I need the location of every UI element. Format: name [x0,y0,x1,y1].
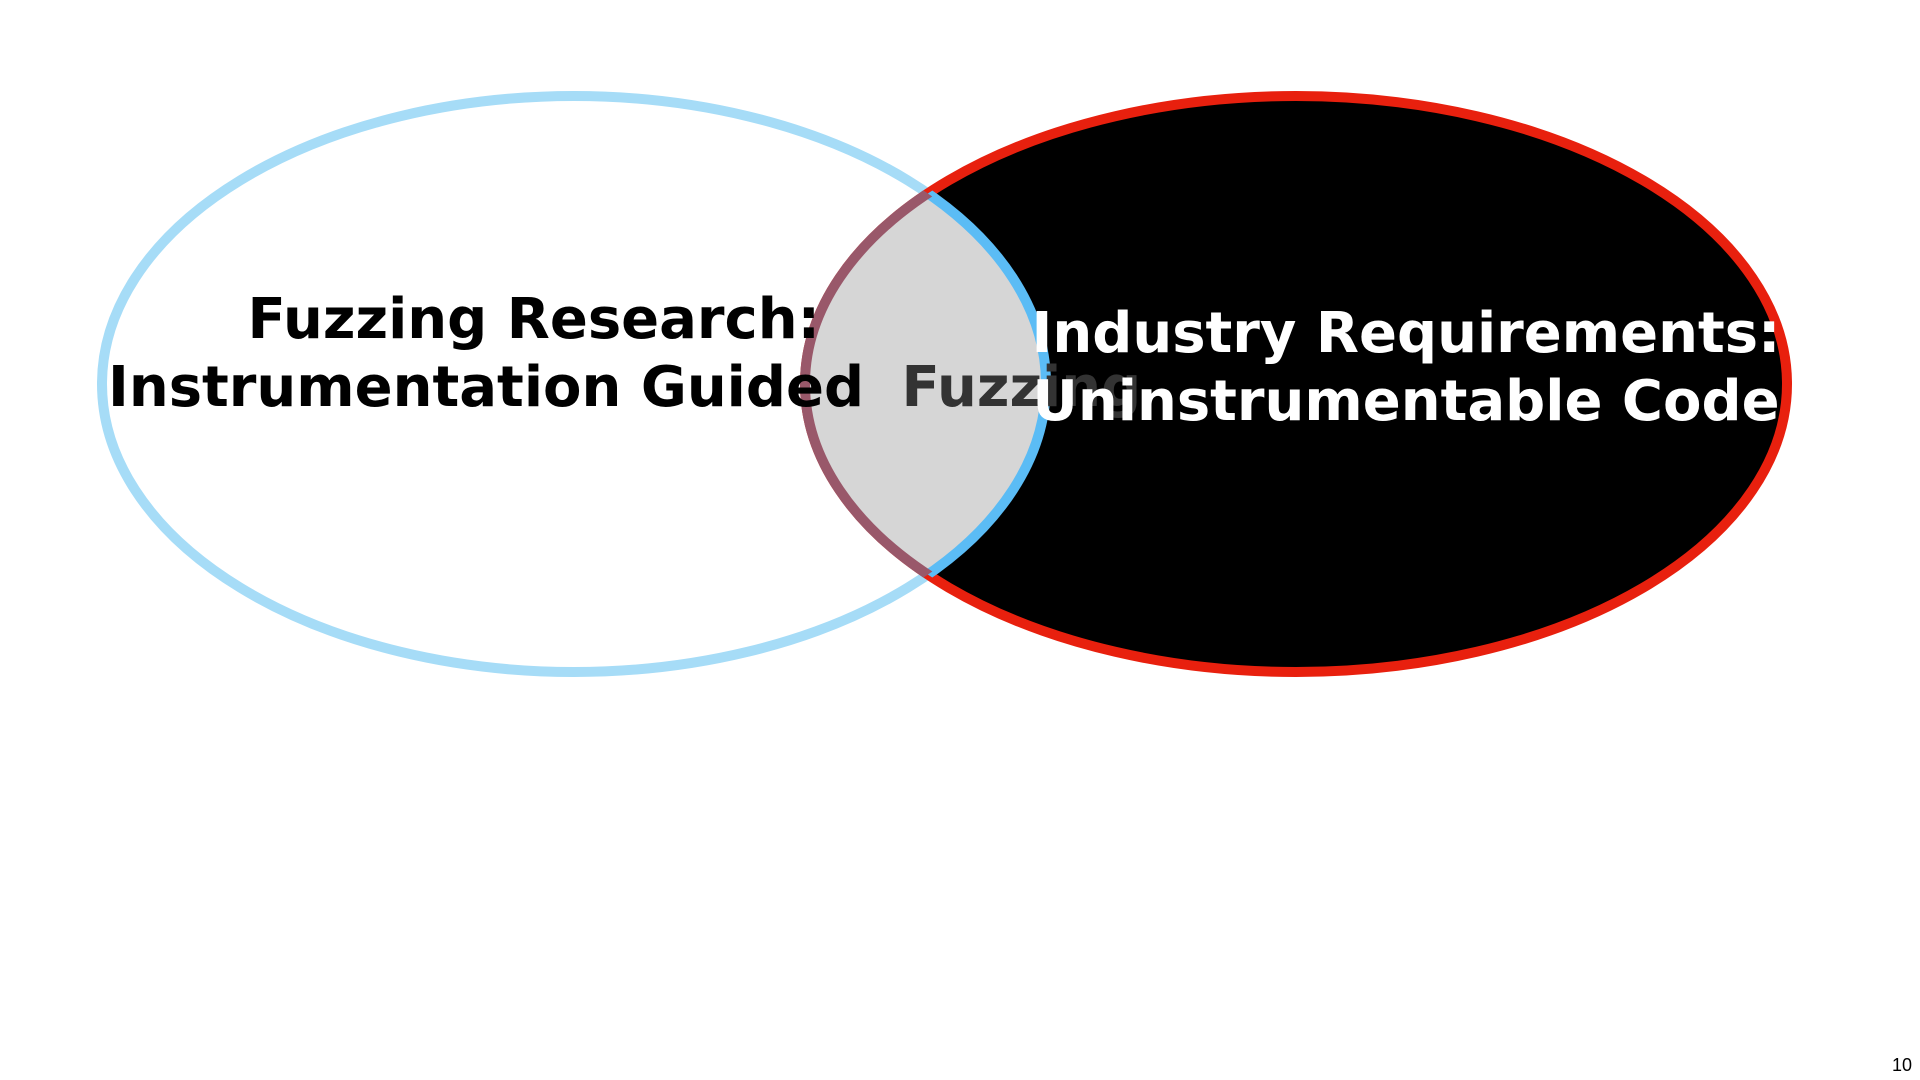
right-circle-subtitle: Uninstrumentable Code [1032,369,1779,434]
overlap-right-edge [800,96,1046,672]
left-circle-subtitle-part1: Instrumentation Guided [108,355,864,420]
right-circle-title: Industry Requirements: [1032,301,1781,366]
overlap-word: Fuzzing [902,355,1142,420]
left-circle-title: Fuzzing Research: [248,287,820,352]
overlap-left-edge [805,96,1051,672]
page-number: 10 [1891,1055,1912,1075]
left-circle-subtitle: Instrumentation Guided Fuzzing [108,355,1141,420]
